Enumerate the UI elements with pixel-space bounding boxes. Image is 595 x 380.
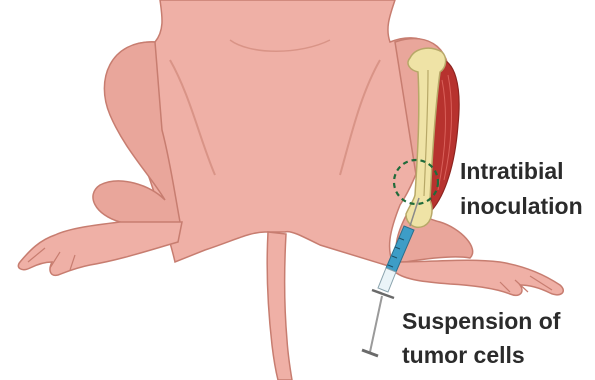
mouse-tail [267,232,292,380]
intratibial-label-line2: inoculation [460,191,583,221]
suspension-label-line1: Suspension of [402,306,560,336]
suspension-label-line2: tumor cells [402,340,525,370]
left-foot [18,222,182,275]
intratibial-label-line1: Intratibial [460,156,564,186]
right-foot [395,260,563,295]
